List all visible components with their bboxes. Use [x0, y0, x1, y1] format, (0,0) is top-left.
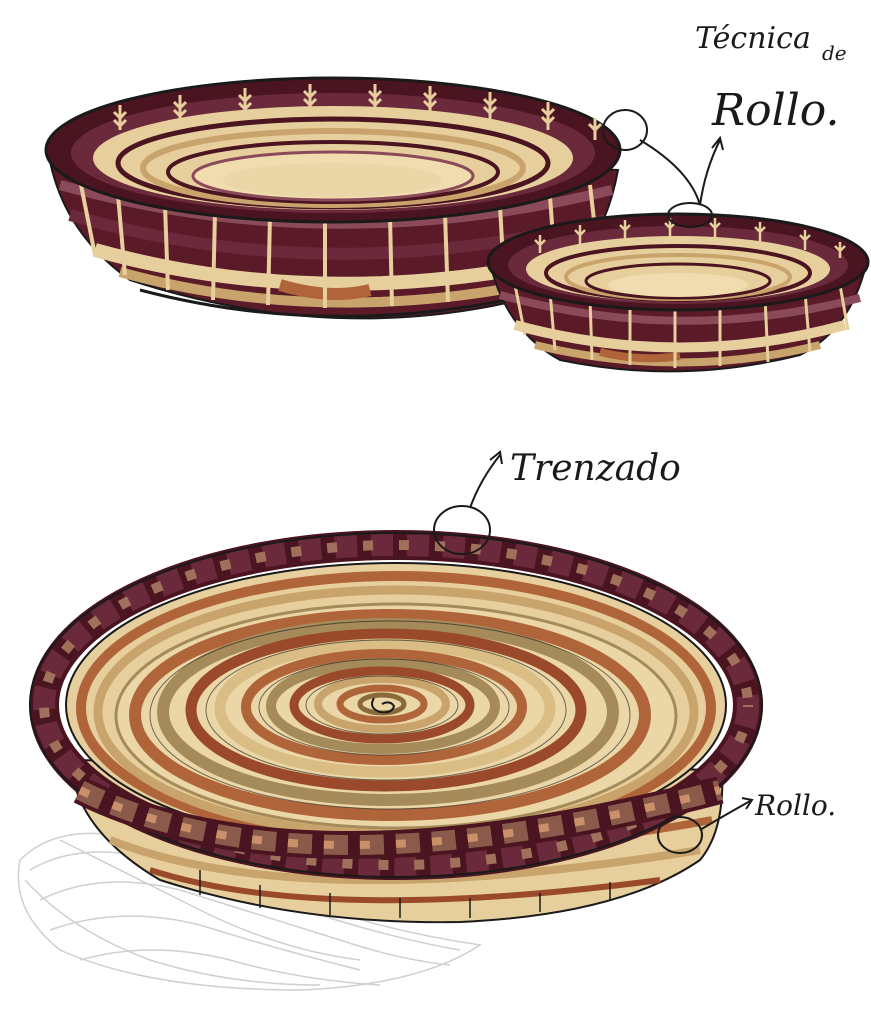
- rollo-side-label: Rollo.: [754, 789, 836, 822]
- braided-rim-tray: [18, 533, 762, 990]
- rollo-callout-top: [603, 110, 723, 227]
- small-coiled-bowl: [488, 214, 868, 371]
- trenzado-label: Trenzado: [510, 448, 681, 489]
- tecnica-label: Técnica: [695, 21, 811, 56]
- rollo-title-label: Rollo.: [711, 85, 839, 136]
- de-label: de: [822, 41, 847, 65]
